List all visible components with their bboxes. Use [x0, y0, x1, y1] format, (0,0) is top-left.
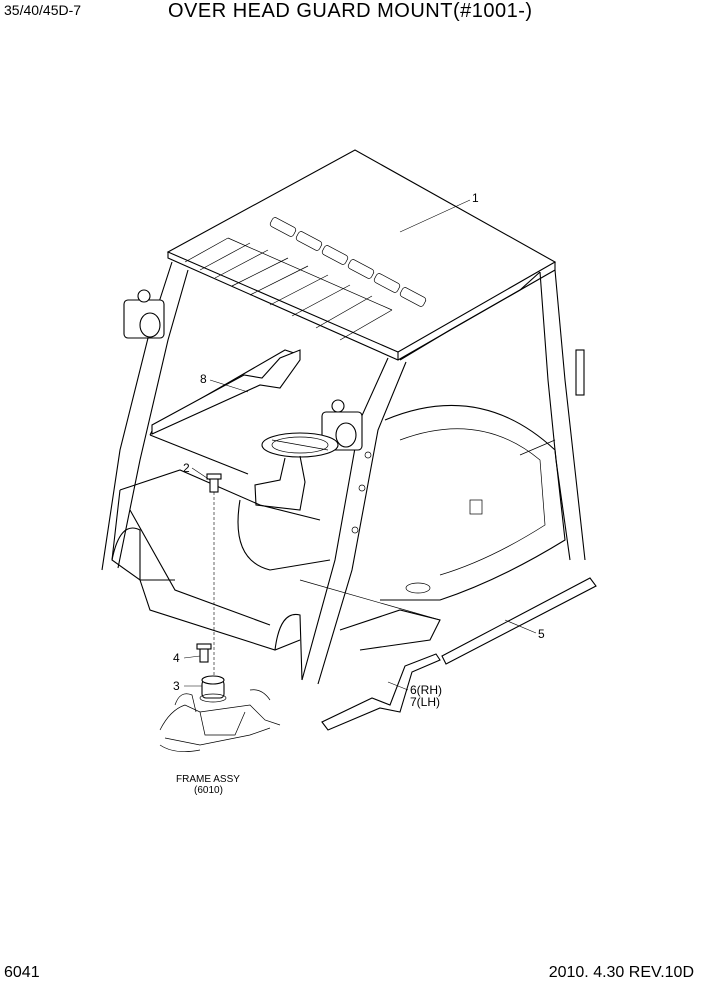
work-lamps [123, 289, 363, 451]
overhead-guard-pillars [101, 261, 586, 685]
leader-lines [183, 199, 537, 691]
callout-1: 1 [472, 191, 479, 205]
frame-assy-reference [159, 689, 281, 752]
callout-5: 5 [538, 627, 545, 641]
steering-and-seat [237, 432, 339, 571]
page-title: OVER HEAD GUARD MOUNT(#1001-) [168, 0, 533, 22]
part-8-bar [151, 349, 301, 435]
truck-body [111, 349, 566, 681]
callout-8: 8 [200, 372, 207, 386]
mount-hardware [196, 473, 227, 703]
part-6-7-bracket [321, 653, 441, 731]
callout-7: 7(LH) [410, 695, 440, 709]
callout-2: 2 [183, 461, 190, 475]
callout-labels: 1 2 3 4 5 6(RH) 7(LH) 8 FRAME ASSY (6010… [173, 191, 545, 796]
revision-date: 2010. 4.30 REV.10D [548, 964, 694, 981]
model-number: 35/40/45D-7 [4, 2, 82, 18]
frame-assy-label: FRAME ASSY [176, 774, 240, 785]
callout-6: 6(RH) [410, 683, 442, 697]
callout-4: 4 [173, 651, 180, 665]
page-number: 6041 [4, 964, 40, 981]
frame-assy-code: (6010) [194, 785, 223, 796]
part-5-strip [441, 577, 597, 665]
callout-3: 3 [173, 679, 180, 693]
overhead-guard-roof [166, 149, 557, 361]
